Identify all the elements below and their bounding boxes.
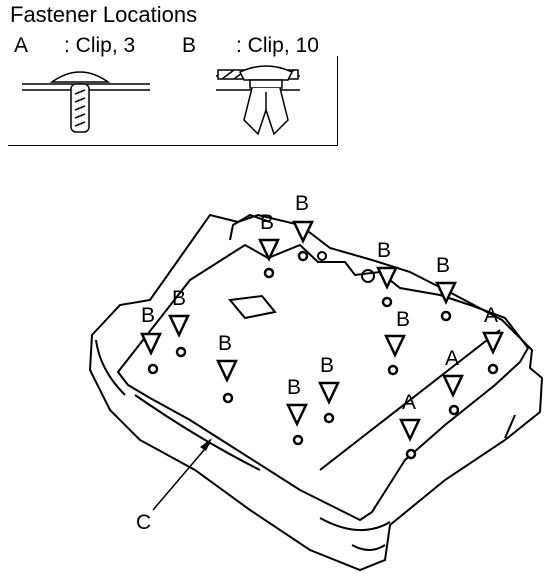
callout-c-label: C [136,511,151,534]
seat-frame [88,213,544,572]
marker-label: B [141,304,155,327]
marker-b-2 [258,238,280,279]
marker-b-7 [216,359,238,404]
marker-a-2 [442,374,464,416]
marker-b-4 [435,281,457,322]
marker-label: A [484,304,498,327]
marker-b-5 [168,314,190,358]
marker-label: A [402,391,416,414]
marker-label: B [295,192,309,215]
fastener-markers [140,220,504,460]
marker-labels: B B B B B B B B B B A A A [141,192,498,414]
clip-a-icon [22,71,150,133]
marker-label: B [218,332,232,355]
clip-b-icon [216,65,300,136]
marker-label: B [172,287,186,310]
legend-key-a: A [14,34,29,57]
marker-b-8 [384,334,406,376]
marker-label: B [320,354,334,377]
marker-label: B [287,376,301,399]
marker-label: B [377,239,391,262]
legend-desc-a: : Clip, 3 [64,34,136,57]
marker-b-10 [286,403,308,446]
marker-label: B [436,254,450,277]
marker-a-3 [399,418,421,460]
legend-key-b: B [182,34,197,57]
marker-b-1 [292,220,314,262]
marker-label: B [260,211,274,234]
marker-label: A [445,347,459,370]
diagram-title: Fastener Locations [10,2,198,27]
legend-box [8,56,338,146]
legend-desc-b: : Clip, 10 [236,34,319,57]
marker-label: B [396,308,410,331]
callout-c-leader [152,438,212,511]
marker-b-3 [376,266,398,308]
marker-a-1 [482,331,504,375]
marker-b-6 [140,332,162,375]
marker-b-9 [318,381,340,424]
